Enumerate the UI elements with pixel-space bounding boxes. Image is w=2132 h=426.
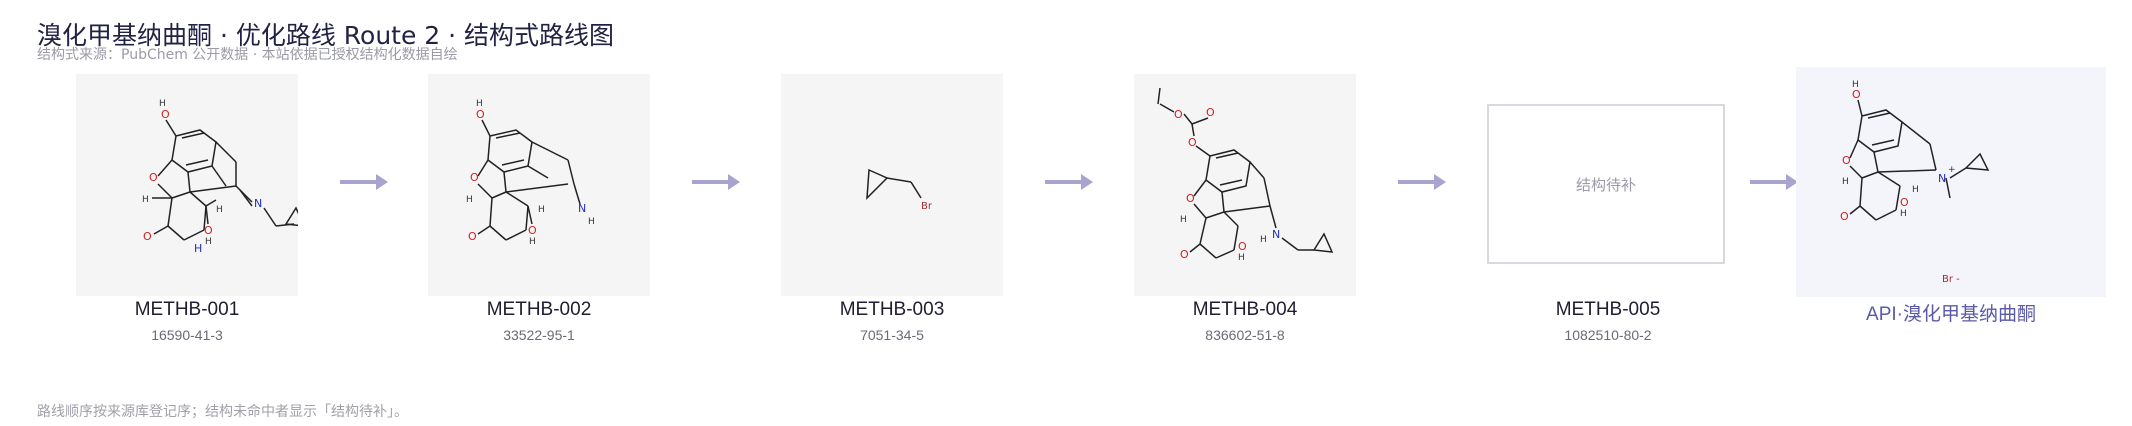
structure-image-cyclopropylmethyl-bromide: Br: [781, 74, 1003, 296]
svg-text:O: O: [1840, 210, 1849, 223]
route-step-1: O H O H O H O H H N: [76, 74, 298, 296]
step-code-api: API·溴化甲基纳曲酮: [1800, 299, 2102, 326]
svg-text:H: H: [1852, 80, 1859, 90]
step-code: METHB-005: [1457, 299, 1759, 321]
route-step-api: O H O N + O H O H H Br -: [1840, 74, 2062, 297]
structure-placeholder-label: 结构待补: [1576, 174, 1636, 195]
svg-text:O: O: [528, 224, 537, 237]
svg-text:O: O: [204, 224, 213, 237]
route-step-5: 结构待补 METHB-005 1082510-80-2: [1479, 74, 1701, 296]
svg-text:N: N: [578, 202, 586, 215]
structure-placeholder: 结构待补: [1479, 74, 1701, 296]
svg-text:N: N: [254, 197, 262, 210]
svg-text:O: O: [161, 108, 170, 121]
structure-image-naltrexone: O H O H O H O H H N: [76, 74, 298, 296]
structure-image-methylnaltrexone-bromide: O H O N + O H O H H Br -: [1796, 67, 2106, 297]
route-step-4: O O O O N H O: [1134, 74, 1356, 296]
route-arrow-1: [338, 172, 390, 192]
step-cas: 7051-34-5: [741, 327, 1043, 343]
svg-text:Br -: Br -: [1942, 274, 1960, 285]
route-step-2: O H O N H O H O H H METH: [428, 74, 650, 296]
route-arrow-4: [1396, 172, 1448, 192]
svg-text:H: H: [588, 217, 595, 227]
svg-text:O: O: [1842, 154, 1851, 167]
route-arrow-3: [1043, 172, 1095, 192]
route-step-3: Br METHB-003 7051-34-5: [781, 74, 1003, 296]
svg-text:O: O: [1238, 240, 1247, 253]
svg-text:O: O: [1174, 108, 1183, 121]
svg-text:O: O: [1180, 248, 1189, 261]
step-cas: 836602-51-8: [1094, 327, 1396, 343]
step-cas: 1082510-80-2: [1457, 327, 1759, 343]
structure-missing-frame: 结构待补: [1487, 104, 1725, 264]
svg-text:H: H: [159, 99, 166, 109]
svg-text:H: H: [476, 99, 483, 109]
svg-text:O: O: [468, 230, 477, 243]
svg-text:H: H: [216, 205, 223, 215]
svg-text:N: N: [1272, 228, 1280, 241]
step-code: METHB-001: [36, 299, 338, 321]
svg-text:O: O: [1900, 196, 1909, 209]
step-cas: 16590-41-3: [36, 327, 338, 343]
svg-text:H: H: [205, 237, 212, 247]
svg-text:O: O: [1188, 136, 1197, 149]
svg-text:O: O: [143, 230, 152, 243]
svg-text:+: +: [1948, 165, 1956, 175]
svg-text:H: H: [142, 195, 149, 205]
svg-text:H: H: [529, 237, 536, 247]
svg-text:H: H: [466, 195, 473, 205]
footnote: 路线顺序按来源库登记序；结构未命中者显示「结构待补」。: [37, 401, 408, 421]
svg-text:H: H: [1180, 215, 1187, 225]
svg-text:H: H: [194, 242, 202, 255]
svg-text:O: O: [149, 171, 158, 184]
svg-text:O: O: [1206, 106, 1215, 119]
svg-text:H: H: [1900, 209, 1907, 219]
step-code: METHB-003: [741, 299, 1043, 321]
svg-text:H: H: [1260, 235, 1267, 245]
page-subtitle: 结构式来源：PubChem 公开数据 · 本站依据已授权结构化数据自绘: [37, 44, 458, 64]
route-arrow-2: [690, 172, 742, 192]
step-code: METHB-004: [1094, 299, 1396, 321]
structure-image-noroxymorphone: O H O N H O H O H H: [428, 74, 650, 296]
svg-text:N: N: [1938, 172, 1946, 185]
svg-text:H: H: [1238, 253, 1245, 263]
structure-image-ethoxycarbonyl-naltrexone: O O O O N H O: [1134, 74, 1356, 296]
svg-text:H: H: [1912, 185, 1919, 195]
step-code: METHB-002: [388, 299, 690, 321]
svg-text:Br: Br: [921, 201, 933, 212]
svg-text:O: O: [476, 108, 485, 121]
svg-text:O: O: [1186, 192, 1195, 205]
svg-text:O: O: [470, 171, 479, 184]
route-arrow-5: [1748, 172, 1800, 192]
svg-text:H: H: [538, 205, 545, 215]
step-cas: 33522-95-1: [388, 327, 690, 343]
svg-text:H: H: [1842, 177, 1849, 187]
